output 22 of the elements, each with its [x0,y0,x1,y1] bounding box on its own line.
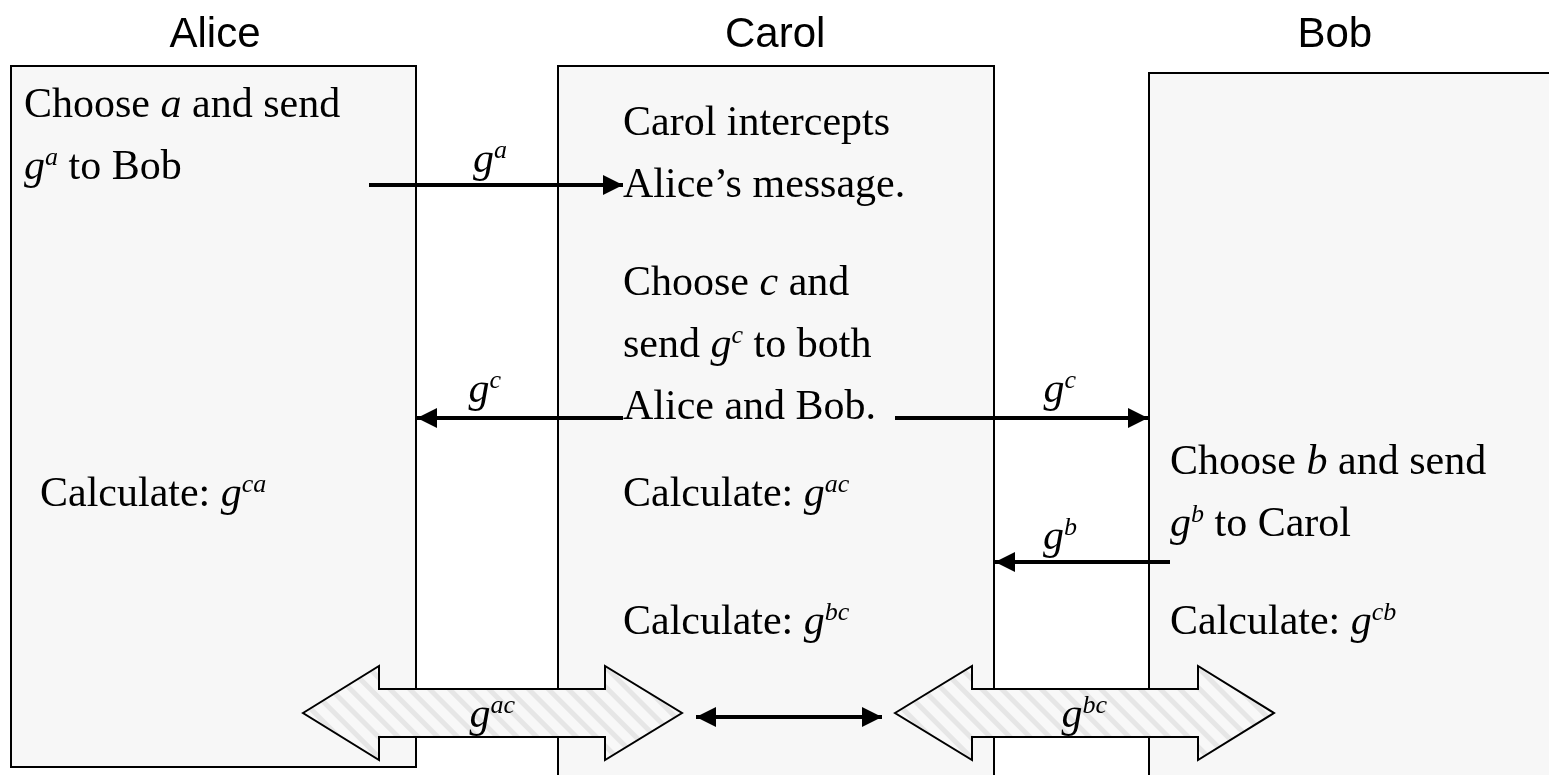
lane-heading: Carol [725,8,826,58]
arrow [895,408,1148,428]
key-label: g$^{bc}$ [1061,689,1108,737]
step-text: Calculate: g$^{ac}$ [623,461,943,523]
arrow [417,408,623,428]
step-text: Calculate: g$^{ca}$ [40,461,360,523]
step-text: Carol intercepts Alice’s message. [623,90,993,214]
lane-heading: Alice [169,8,261,58]
lane-heading: Bob [1297,8,1373,58]
step-text: Choose c and send g$^{c}$ to both Alice and Bob. [623,250,895,436]
key-label: g$^{ac}$ [469,689,516,737]
arrow [995,552,1170,572]
step-text: Choose a and send g$^{a}$ to Bob [24,72,369,196]
edge-label: g$^{b}$ [1043,511,1077,559]
step-text: Choose b and send g$^{b}$ to Carol [1170,429,1530,553]
arrow [369,175,623,195]
edge-label: g$^{a}$ [473,134,507,182]
step-text: Calculate: g$^{bc}$ [623,589,943,651]
step-text: Calculate: g$^{cb}$ [1170,589,1500,651]
edge-label: g$^{c}$ [1043,364,1077,412]
edge-label: g$^{c}$ [468,364,502,412]
arrow [696,707,882,727]
